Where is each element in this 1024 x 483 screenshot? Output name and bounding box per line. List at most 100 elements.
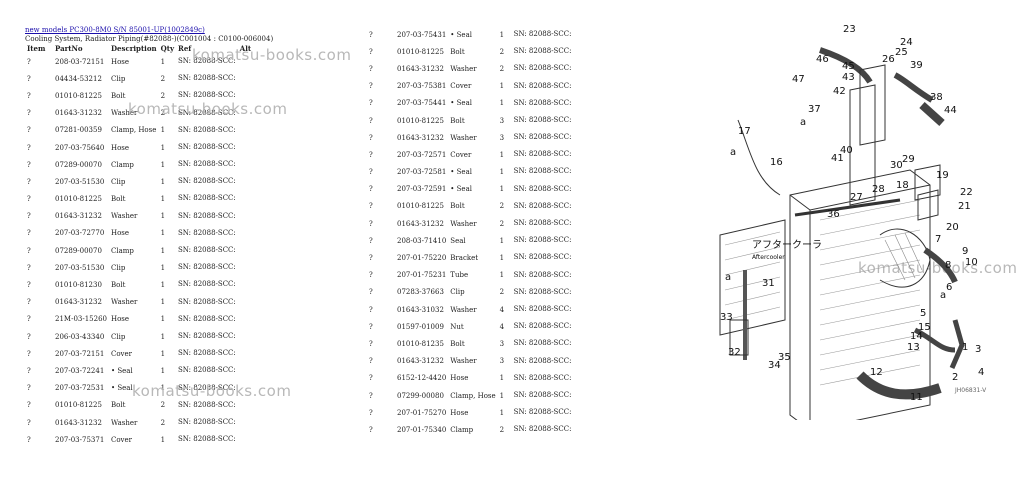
item-cell: ? <box>369 47 373 56</box>
ref-cell: SN: 82088-SCC: <box>178 125 236 134</box>
alt-cell <box>238 431 256 448</box>
qty-cell: 3 <box>499 339 505 348</box>
callout-19: 19 <box>936 170 949 181</box>
callout-39: 39 <box>910 60 923 71</box>
alt-cell <box>573 43 577 60</box>
partno-cell: 207-03-51530 <box>55 263 105 272</box>
item-cell: ? <box>369 339 373 348</box>
ref-cell: SN: 82088-SCC: <box>178 331 236 340</box>
qty-cell: 2 <box>499 47 505 56</box>
callout-layer: 1234567891011121314151617181920212223242… <box>720 24 984 403</box>
qty-cell: 2 <box>160 109 166 118</box>
qty-cell: 3 <box>499 116 505 125</box>
description-cell: Bolt <box>110 91 126 100</box>
connector-letter: a <box>940 290 946 301</box>
ref-cell: SN: 82088-SCC: <box>513 98 572 107</box>
description-cell: • Seal <box>450 185 472 194</box>
ref-cell: SN: 82088-SCC: <box>178 400 236 409</box>
ref-cell: SN: 82088-SCC: <box>513 115 572 124</box>
callout-25: 25 <box>895 47 908 58</box>
ref-cell: SN: 82088-SCC: <box>178 246 236 255</box>
callout-22: 22 <box>960 187 973 198</box>
partno-cell: 208-03-71410 <box>397 236 447 245</box>
qty-cell: 4 <box>499 305 505 314</box>
alt-cell <box>573 129 577 146</box>
alt-cell <box>238 242 256 259</box>
col-ref: Ref <box>178 43 192 53</box>
qty-cell: 2 <box>499 202 505 211</box>
qty-cell: 1 <box>499 168 505 177</box>
ref-cell: SN: 82088-SCC: <box>178 314 236 323</box>
ref-cell: SN: 82088-SCC: <box>178 160 236 169</box>
description-cell: • Seal <box>110 366 133 375</box>
qty-cell: 1 <box>499 391 505 400</box>
ref-cell: SN: 82088-SCC: <box>178 417 236 426</box>
description-cell: Clip <box>110 177 126 186</box>
item-cell: ? <box>369 236 373 245</box>
ref-cell: SN: 82088-SCC: <box>178 56 236 65</box>
description-cell: Clip <box>110 332 126 341</box>
callout-35: 35 <box>778 352 791 363</box>
alt-cell <box>238 208 256 225</box>
radiator-fins <box>819 199 921 386</box>
partno-cell: 01010-81225 <box>397 202 444 211</box>
seal-36 <box>794 198 901 217</box>
partno-cell: 6152-12-4420 <box>397 374 447 383</box>
description-cell: Washer <box>450 133 477 142</box>
model-link[interactable]: new models PC300-8M0 S/N 85001-UP(100284… <box>25 26 205 34</box>
item-cell: ? <box>27 143 31 152</box>
qty-cell: 1 <box>160 298 166 307</box>
qty-cell: 1 <box>499 185 505 194</box>
partno-cell: 207-03-72591 <box>397 185 447 194</box>
callout-5: 5 <box>920 308 926 319</box>
item-cell: ? <box>369 116 373 125</box>
qty-cell: 3 <box>499 357 505 366</box>
ref-cell: SN: 82088-SCC: <box>513 184 572 193</box>
alt-cell <box>573 370 577 387</box>
description-cell: Washer <box>110 418 138 427</box>
qty-cell: 1 <box>499 99 505 108</box>
item-cell: ? <box>27 435 31 444</box>
alt-cell <box>573 404 577 421</box>
item-cell: ? <box>27 384 31 393</box>
description-cell: Washer <box>450 305 477 314</box>
ref-cell: SN: 82088-SCC: <box>513 373 572 382</box>
ref-cell: SN: 82088-SCC: <box>178 383 236 392</box>
callout-10: 10 <box>965 257 978 268</box>
partno-cell: 04434-53212 <box>55 74 102 83</box>
item-cell: ? <box>27 298 31 307</box>
partno-cell: 01643-31232 <box>55 212 102 221</box>
ref-cell: SN: 82088-SCC: <box>178 142 236 151</box>
partno-cell: 01643-31032 <box>397 305 444 314</box>
partno-cell: 01643-31232 <box>55 298 102 307</box>
description-cell: Tube <box>450 271 469 280</box>
plate-20 <box>917 189 939 221</box>
partno-cell: 207-03-72531 <box>55 384 105 393</box>
qty-cell: 1 <box>160 435 166 444</box>
qty-cell: 2 <box>160 401 166 410</box>
item-cell: ? <box>27 263 31 272</box>
callout-17: 17 <box>738 126 751 137</box>
ref-cell: SN: 82088-SCC: <box>178 263 236 272</box>
col-partno: PartNo <box>55 43 83 53</box>
tube-16 <box>737 119 781 196</box>
item-cell: ? <box>369 305 373 314</box>
callout-14: 14 <box>910 331 923 342</box>
description-cell: Nut <box>450 322 464 331</box>
item-cell: ? <box>27 57 31 66</box>
